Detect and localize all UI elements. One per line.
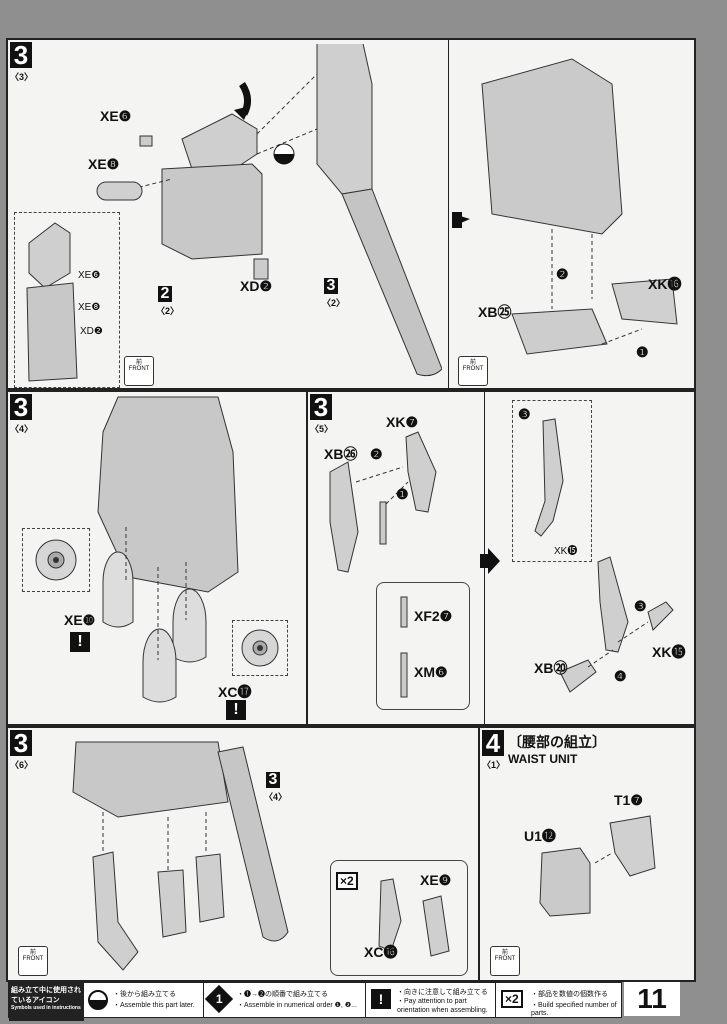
assemble-later-icon [88,990,108,1010]
orientation-warning-icon: ! [70,632,90,652]
inset-illustration [26,222,78,382]
label-t17: T1❼ [614,792,643,808]
assembly-illustration-waist [539,815,656,917]
label-xc17: XC⓱ [218,684,252,700]
label-xb20: XB⑳ [534,660,568,676]
label-xk16: XK⓰ [648,276,682,292]
ref-step-3: 3 [266,772,280,788]
legend-title: 組み立て中に使用されているアイコン Symbols used in instru… [9,983,84,1021]
step-number: 3 [310,394,332,420]
label-xm6: XM❻ [414,664,448,680]
icon-legend: 組み立て中に使用されているアイコン Symbols used in instru… [8,982,622,1021]
assembly-illustration-fingers [72,741,289,971]
step-number: 3 [10,730,32,756]
inset-assembled-view [14,212,120,388]
assembly-illustration-right [452,58,678,355]
assembly-illustration-hand-a [329,431,437,573]
step-number: 3 [10,394,32,420]
assembly-illustration-hand-b [559,556,674,693]
ref-step-3: 3 [324,278,338,294]
label-xb26: XB㉖ [324,446,358,462]
order-mark-2: ❷ [370,446,383,462]
inset-label-xe8: XE❽ [78,302,101,313]
label-xf27: XF2❼ [414,608,453,624]
legend-quantity: ×2 ・部品を数値の個数作る ・Build specified number o… [497,983,619,1017]
label-xk7: XK❼ [386,414,418,430]
label-xc16: XC⓰ [364,944,398,960]
inset-label-xe6: XE❻ [78,270,101,281]
substep-number: 〈4〉 [10,424,34,434]
step-number: 3 [10,42,32,68]
inset-label-xk15: XK⓯ [554,546,578,557]
quantity-x2: ×2 [336,872,358,890]
ref-step-3-sub: 〈2〉 [322,298,346,308]
label-u112: U1⓬ [524,828,556,844]
panel-divider [448,40,449,390]
order-mark-1: ❶ [396,486,409,502]
order-mark-2: ❷ [556,266,569,282]
substep-number: 〈1〉 [482,760,506,770]
label-xk15: XK⓯ [652,644,686,660]
ref-step-2: 2 [158,286,172,302]
panel-step-3-5: 3 〈5〉 XK❼ XB㉖ ❷ ❶ XF2❼ XM❻ ❸ XK⓯ [306,390,696,726]
warning-icon: ! [371,989,391,1009]
legend-numerical-order: 1 ・❶→❷の順番で組み立てる ・Assemble in numerical o… [204,983,366,1017]
assembly-illustration-forearm [97,396,239,703]
detail-box-left [22,528,90,592]
legend-assemble-later: ・後から組み立てる ・Assemble this part later. [83,983,204,1017]
detail-box-right [232,620,288,676]
step-subtitle: WAIST UNIT [508,752,578,766]
assembly-illustration-upper-arm [96,44,442,377]
label-xe9: XE❾ [420,872,452,888]
label-xb25: XB㉕ [478,304,512,320]
order-mark-3b: ❸ [634,598,647,614]
panel-step-3-4: 3 〈4〉 XE❿ ! XC⓱ ! [6,390,308,726]
inset-label-xd2: XD❷ [80,326,103,337]
legend-orientation: ! ・向きに注意して組み立てる ・Pay attention to part o… [367,983,496,1017]
substep-number: 〈3〉 [10,72,34,82]
label-xe6: XE❻ [100,108,132,124]
sub-assembly-box [330,860,468,976]
label-xe8: XE❽ [88,156,120,172]
panel-step-3-3: 3 〈3〉 [6,38,696,390]
order-mark-3: ❸ [518,406,531,422]
step-title: 〔腰部の組立〕 [508,734,606,750]
sub-parts-box [376,582,470,710]
orientation-warning-icon: ! [226,700,246,720]
substep-number: 〈5〉 [310,424,334,434]
label-xd2: XD❷ [240,278,272,294]
order-icon: 1 [204,984,234,1014]
page-number: 11 [624,982,680,1016]
ref-step-2-sub: 〈2〉 [156,306,180,316]
quantity-icon: ×2 [501,990,523,1008]
label-xe10: XE❿ [64,612,96,628]
arrow-next [480,548,500,574]
order-mark-1: ❶ [636,344,649,360]
inset-hand-detail [512,400,592,562]
step-number: 4 [482,730,504,756]
ref-step-3-sub: 〈4〉 [264,792,288,802]
substep-number: 〈6〉 [10,760,34,770]
order-mark-4: ❹ [614,668,627,684]
